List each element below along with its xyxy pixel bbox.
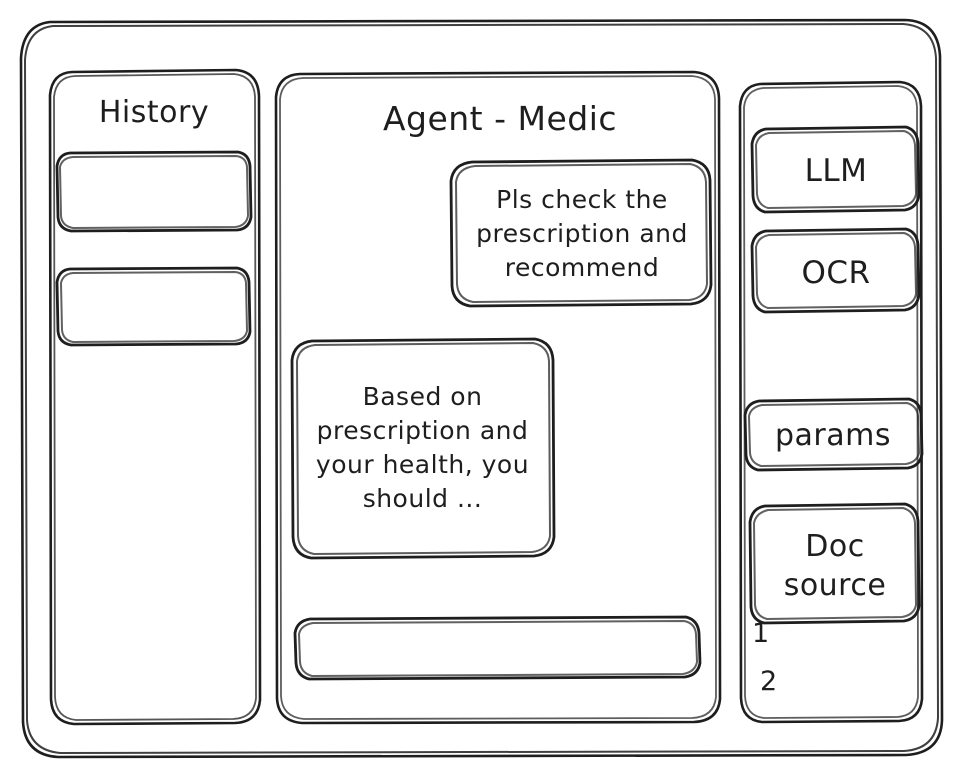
history-panel-title: History [98, 95, 210, 131]
tool-card-params[interactable] [0, 0, 957, 520]
tool-card-doc-source-label: Doc source [783, 529, 887, 603]
message-bubble-assistant-text: Based on prescription and your health, y… [315, 382, 530, 513]
message-input[interactable] [0, 0, 760, 720]
agent-panel-title: Agent - Medic [382, 99, 618, 139]
message-bubble-assistant [290, 337, 556, 560]
history-panel [0, 0, 300, 777]
agent-panel [274, 70, 722, 725]
message-bubble-user-text: Pls check the prescription and recommend [476, 185, 688, 282]
doc-source-list-item-2[interactable]: 2 [760, 666, 778, 697]
tool-card-doc-source[interactable] [0, 0, 957, 660]
tool-card-llm-label: LLM [804, 152, 868, 189]
doc-source-list-item-1[interactable]: 1 [752, 618, 770, 649]
tool-card-ocr-label: OCR [801, 254, 871, 291]
message-bubble-user [0, 0, 760, 360]
tool-card-params-label: params [775, 417, 891, 453]
tool-card-llm[interactable] [0, 0, 957, 300]
history-item-1[interactable] [0, 0, 300, 400]
tool-card-ocr[interactable] [0, 0, 957, 400]
history-item-2[interactable] [0, 0, 300, 480]
